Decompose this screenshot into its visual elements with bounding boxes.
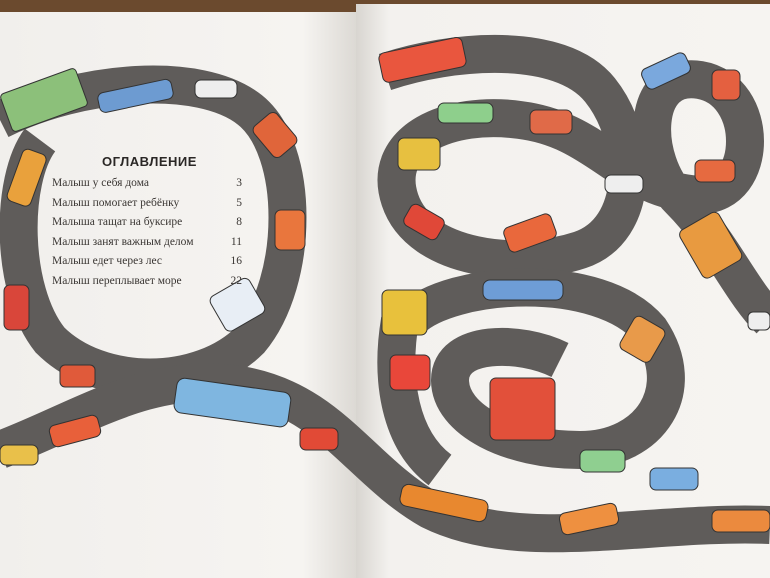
road-center-down bbox=[377, 316, 453, 486]
toc-entry-page: 5 bbox=[236, 196, 242, 209]
car-icon bbox=[694, 159, 736, 183]
car-icon bbox=[503, 213, 557, 253]
bus-icon bbox=[0, 68, 88, 132]
toc-entry-page: 22 bbox=[230, 274, 243, 287]
toc-entry-title: Малыш у себя дома bbox=[52, 177, 150, 189]
toc-entry-title: Малыш едет через лес bbox=[52, 255, 162, 267]
car-icon bbox=[619, 315, 666, 363]
road-bottom bbox=[0, 363, 770, 553]
tanker-truck-icon bbox=[173, 377, 292, 428]
table-of-contents: ОГЛАВЛЕНИЕ Малыш у себя дома 3 Малыш помо… bbox=[52, 154, 242, 294]
car-icon bbox=[59, 364, 96, 388]
toc-entry: Малыш переплывает море 22 bbox=[52, 275, 242, 295]
toc-entry: Малыш помогает ребёнку 5 bbox=[52, 197, 242, 217]
car-icon bbox=[558, 502, 620, 536]
car-icon bbox=[3, 284, 30, 331]
toc-entry-page: 8 bbox=[236, 216, 242, 228]
car-icon bbox=[579, 449, 626, 473]
toc-entry-page: 16 bbox=[230, 255, 243, 267]
toc-entry-title: Малыша тащат на буксире bbox=[52, 216, 183, 228]
car-icon bbox=[482, 279, 564, 301]
car-icon bbox=[399, 483, 489, 523]
toc-entry-page: 3 bbox=[236, 177, 242, 189]
car-icon bbox=[0, 444, 39, 466]
van-icon bbox=[209, 277, 266, 332]
car-icon bbox=[604, 174, 644, 194]
truck-icon bbox=[397, 137, 441, 171]
car-icon bbox=[6, 148, 47, 207]
motorbike-icon bbox=[711, 69, 741, 101]
toc-entry: Малыш занят важным делом 11 bbox=[52, 236, 242, 256]
toc-entry-title: Малыш помогает ребёнку bbox=[52, 196, 180, 209]
toc-entry: Малыш едет через лес 16 bbox=[52, 255, 242, 275]
car-icon bbox=[711, 509, 770, 533]
toc-entry-page: 11 bbox=[230, 235, 242, 248]
car-icon bbox=[403, 203, 445, 241]
car-icon bbox=[48, 414, 102, 448]
toc-title: ОГЛАВЛЕНИЕ bbox=[102, 154, 197, 169]
forklift-icon bbox=[381, 289, 428, 336]
car-icon bbox=[437, 102, 494, 124]
double-decker-bus-icon bbox=[489, 377, 556, 441]
car-icon bbox=[529, 109, 573, 135]
car-icon bbox=[194, 79, 238, 99]
road-top-right bbox=[377, 35, 770, 334]
car-icon bbox=[274, 209, 306, 251]
car-icon bbox=[641, 52, 691, 90]
toc-entry-title: Малыш переплывает море bbox=[52, 274, 182, 287]
toc-entry: Малыш у себя дома 3 bbox=[52, 177, 242, 197]
car-icon bbox=[299, 427, 339, 451]
toc-entry: Малыша тащат на буксире 8 bbox=[52, 216, 242, 236]
truck-icon bbox=[679, 211, 743, 279]
toc-entry-title: Малыш занят важным делом bbox=[52, 235, 194, 248]
car-icon bbox=[97, 78, 174, 113]
car-icon bbox=[649, 467, 699, 491]
car-icon bbox=[747, 311, 770, 331]
car-icon bbox=[389, 354, 431, 391]
bus-icon bbox=[378, 37, 467, 83]
car-icon bbox=[252, 111, 298, 159]
